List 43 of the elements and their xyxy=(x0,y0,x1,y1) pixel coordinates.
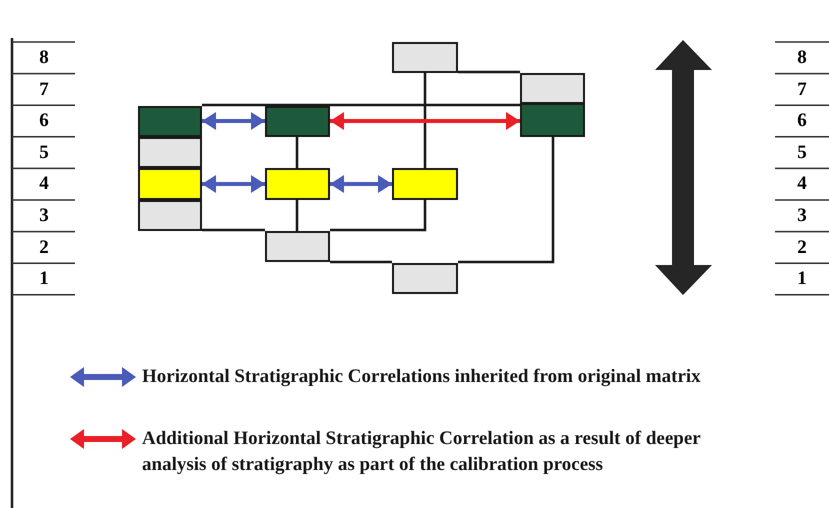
context-box xyxy=(138,137,202,168)
context-box xyxy=(520,103,585,137)
double-arrow xyxy=(202,175,265,193)
level-number: 8 xyxy=(38,48,50,68)
level-number: 3 xyxy=(38,206,50,226)
level-number: 7 xyxy=(796,80,808,100)
context-box xyxy=(392,168,458,200)
legend-text: Horizontal Stratigraphic Correlations inherited from original matrix xyxy=(142,365,702,389)
level-number: 4 xyxy=(38,174,50,194)
context-box xyxy=(138,106,202,137)
level-number: 2 xyxy=(796,238,808,258)
connector-line xyxy=(202,228,265,232)
context-box xyxy=(392,42,458,73)
context-box xyxy=(265,168,330,200)
level-number: 7 xyxy=(38,80,50,100)
context-box xyxy=(392,263,458,294)
context-box xyxy=(520,73,585,104)
level-number: 8 xyxy=(796,48,808,68)
level-number: 2 xyxy=(38,238,50,258)
double-arrow xyxy=(202,112,265,130)
context-box xyxy=(265,231,330,262)
level-number: 5 xyxy=(38,142,50,163)
connector-line xyxy=(296,200,298,231)
connector-line xyxy=(330,260,392,264)
level-number: 1 xyxy=(38,269,50,290)
context-box xyxy=(265,106,330,137)
level-number: 5 xyxy=(796,142,808,163)
connector-line xyxy=(202,104,520,106)
double-arrow xyxy=(330,112,520,130)
level-number: 6 xyxy=(796,111,808,132)
level-number: 1 xyxy=(796,269,808,290)
level-number: 3 xyxy=(796,206,808,226)
context-box xyxy=(138,200,202,231)
level-number: 4 xyxy=(796,174,808,194)
context-box xyxy=(138,168,202,200)
legend-text: Additional Horizontal Stratigraphic Correlation as a result of deeper analysis of stratigraphy as part of the calibration process xyxy=(142,427,702,477)
level-number: 6 xyxy=(38,111,50,132)
double-arrow xyxy=(330,175,392,193)
connector-line xyxy=(458,137,554,264)
connector-line xyxy=(424,73,426,168)
connector-line xyxy=(458,70,520,74)
connector-line xyxy=(330,200,426,232)
connector-line xyxy=(296,137,298,168)
